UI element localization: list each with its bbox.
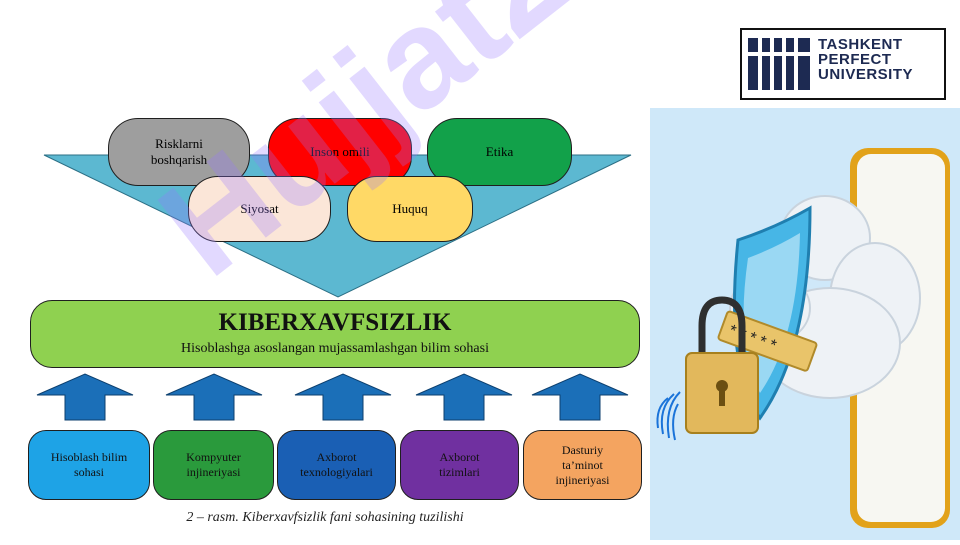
security-illustration: * * * * * [650,108,960,540]
padlock-shackle [698,296,746,358]
factor-ethics: Etika [427,118,572,186]
cybersecurity-subtitle: Hisoblashga asoslangan mujassamlashgan b… [181,341,489,356]
field-computer-engineering: Kompyuter injineriyasi [153,430,274,500]
figure-caption: 2 – rasm. Kiberxavfsizlik fani sohasinin… [186,510,464,525]
up-arrow-4 [415,373,513,421]
logo-text: TASHKENT PERFECT UNIVERSITY [818,36,914,83]
cloud-lock-illustration: * * * * * [656,148,950,528]
arrows [36,373,629,421]
factor-risk-management: Risklarni boshqarish [108,118,250,186]
field-information-systems: Axborot tizimlari [400,430,519,500]
field-information-technology: Axborot texnologiyalari [277,430,396,500]
cybersecurity-title: KIBERXAVFSIZLIK [218,309,452,336]
field-computing: Hisoblash bilim sohasi [28,430,150,500]
factor-law: Huquq [347,176,473,242]
factor-human: Inson omili [268,118,412,186]
up-arrow-1 [36,373,134,421]
factor-policy: Siyosat [188,176,331,242]
fingerprint-icon [656,391,681,441]
field-software-engineering: Dasturiy ta’minot injineriyasi [523,430,642,500]
cybersecurity-bar: KIBERXAVFSIZLIK Hisoblashga asoslangan m… [30,300,640,368]
logo-mark-icon [748,38,810,90]
up-arrow-2 [165,373,263,421]
up-arrow-3 [294,373,392,421]
up-arrow-5 [531,373,629,421]
university-logo: TASHKENT PERFECT UNIVERSITY [740,28,946,100]
